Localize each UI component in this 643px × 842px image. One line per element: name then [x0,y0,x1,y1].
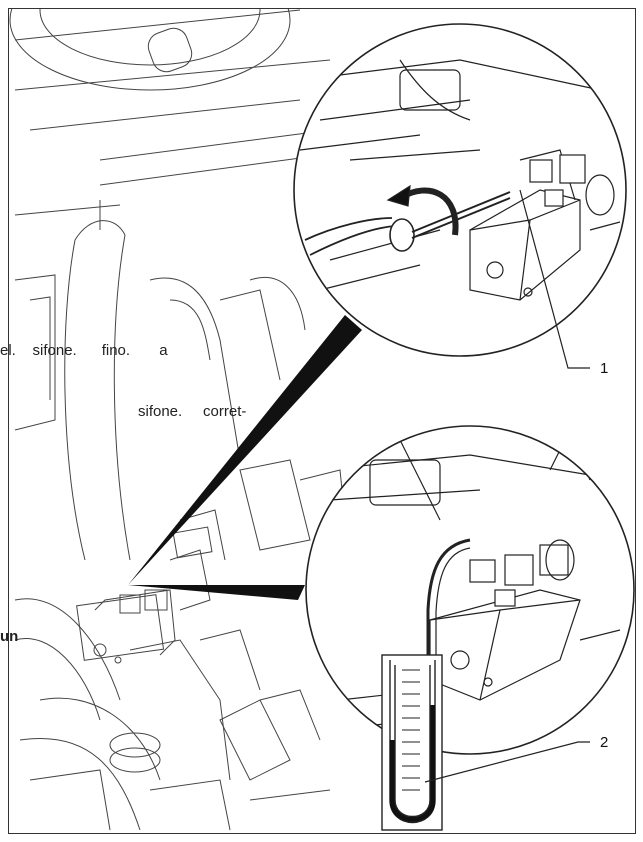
detail-circle-bottom [305,425,635,755]
figure-frame [8,8,636,834]
manometer [381,654,443,831]
boiler-body [9,9,361,831]
leader-line-2 [424,741,590,783]
leader-line-1 [519,189,590,369]
callout-number-2: 2 [600,734,609,751]
callout-number-1: 1 [600,360,609,377]
bleed-text-line-1: el. sifone. fino. a [0,342,168,359]
bleed-text-line-2: sifone. corret- [138,403,247,420]
zoom-wedge-bottom [128,585,305,600]
bleed-text-line-3: un [0,628,19,645]
zoom-wedge-top [128,315,362,585]
